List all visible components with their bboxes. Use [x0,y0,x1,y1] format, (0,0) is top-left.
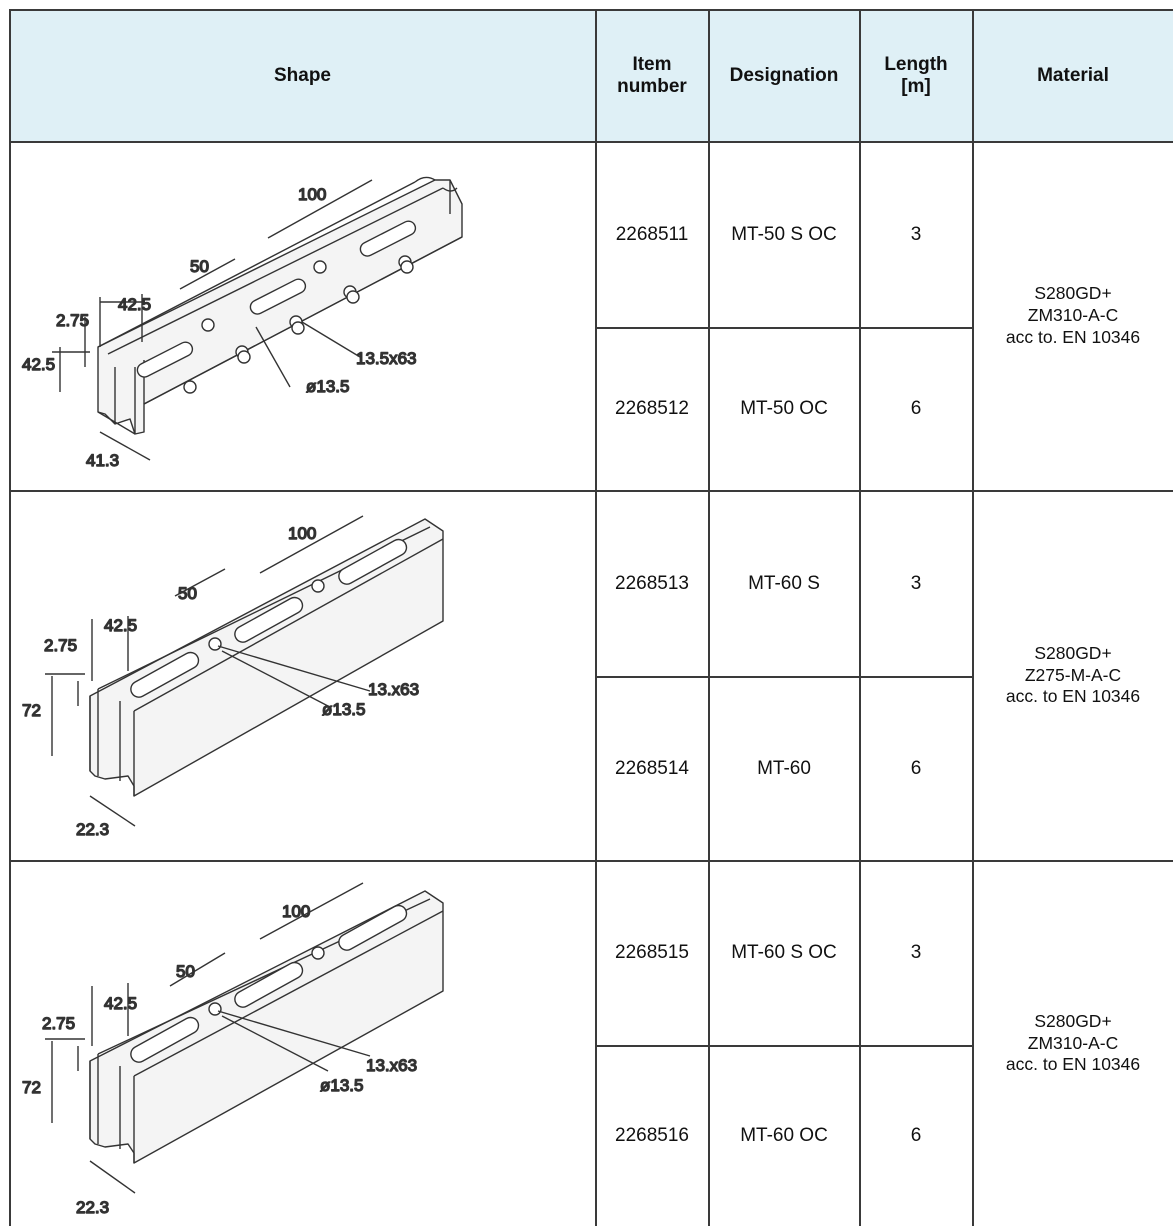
length-cell: 6 [910,398,922,420]
header-designation: Designation [729,64,839,86]
dim-flange: 42.5 [118,295,151,314]
dim-opening: 22.3 [76,820,109,839]
length-cell: 3 [910,572,922,594]
channel-drawing-mt60-oc: 100 50 42.5 2.75 72 13.x63 ø13.5 22.3 [10,861,595,1226]
dim-pitch-short: 50 [178,584,197,603]
material-cell: S280GD+ ZM310-A-C acc to. EN 10346 [1005,283,1141,347]
channel-drawing-mt50: 100 50 42.5 2.75 42.5 13.5x63 ø13.5 41.3 [10,142,595,490]
item-number-cell: 2268512 [615,398,689,420]
dim-thickness: 2.75 [56,311,89,330]
length-cell: 6 [910,1125,922,1147]
header-item-number: Item number [617,53,687,97]
header-shape: Shape [273,64,332,86]
length-cell: 3 [910,942,922,964]
material-cell: S280GD+ Z275-M-A-C acc. to EN 10346 [1005,642,1141,707]
header-material: Material [1037,64,1109,86]
dim-pitch-long: 100 [282,902,310,921]
material-cell: S280GD+ ZM310-A-C acc. to EN 10346 [1005,1010,1141,1075]
item-number-cell: 2268515 [615,942,689,964]
designation-cell: MT-60 OC [740,1125,828,1147]
header-length: Length [m] [884,53,948,97]
designation-cell: MT-50 OC [740,398,828,420]
dim-hole: ø13.5 [322,700,365,719]
dim-flange: 42.5 [104,994,137,1013]
dim-slot: 13.5x63 [356,349,417,368]
dim-thickness: 2.75 [44,636,77,655]
designation-cell: MT-50 S OC [731,223,837,245]
dim-height: 72 [22,1078,41,1097]
channel-drawing-mt60: 100 50 42.5 2.75 72 13.x63 ø13.5 22.3 [10,491,595,860]
item-number-cell: 2268513 [615,572,689,594]
dim-pitch-long: 100 [298,185,326,204]
designation-cell: MT-60 S OC [731,942,837,964]
dim-height: 72 [22,701,41,720]
item-number-cell: 2268514 [615,757,689,779]
table-header-background [9,10,1173,141]
item-number-cell: 2268511 [615,223,689,245]
dim-pitch-short: 50 [176,962,195,981]
dim-hole: ø13.5 [306,377,349,396]
dim-hole: ø13.5 [320,1076,363,1095]
dim-opening: 22.3 [76,1198,109,1217]
dim-flange: 42.5 [104,616,137,635]
dim-thickness: 2.75 [42,1014,75,1033]
designation-cell: MT-60 [757,757,811,779]
length-cell: 3 [910,223,922,245]
designation-cell: MT-60 S [748,572,820,594]
dim-pitch-long: 100 [288,524,316,543]
dim-slot: 13.x63 [368,680,419,699]
dim-slot: 13.x63 [366,1056,417,1075]
item-number-cell: 2268516 [615,1125,689,1147]
dim-opening: 41.3 [86,451,119,470]
length-cell: 6 [910,757,922,779]
dim-height: 42.5 [22,355,55,374]
dim-pitch-short: 50 [190,257,209,276]
